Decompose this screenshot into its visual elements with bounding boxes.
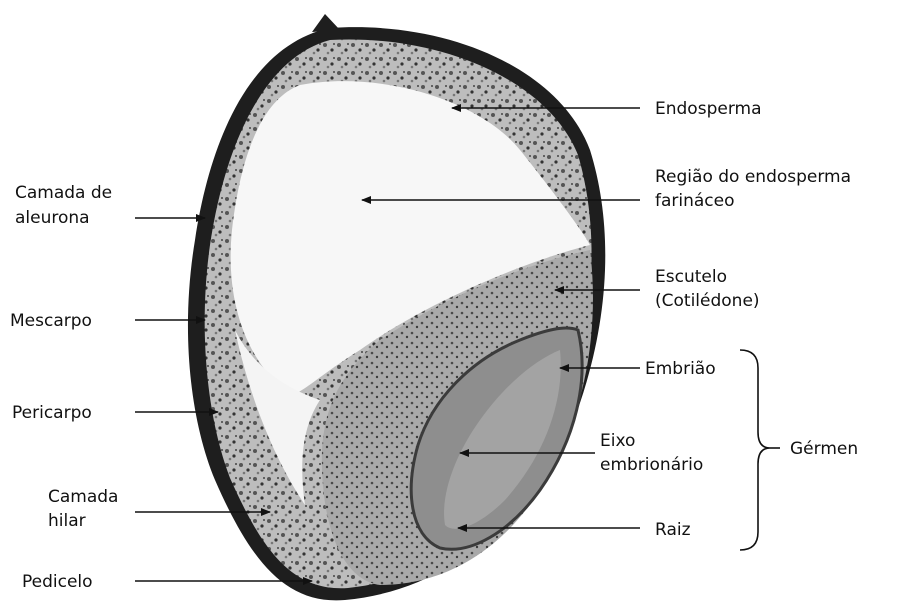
label-camada-aleurona-line2: aleurona xyxy=(15,208,90,228)
label-regiao-line2: farináceo xyxy=(655,191,735,211)
label-hilar-line2: hilar xyxy=(48,511,86,531)
label-regiao-line1: Região do endosperma xyxy=(655,167,851,187)
label-escutelo-line2: (Cotilédone) xyxy=(655,291,760,311)
seed-top-tip xyxy=(312,14,340,32)
label-embriao: Embrião xyxy=(645,359,716,379)
label-eixo-line2: embrionário xyxy=(600,455,703,475)
label-pedicelo: Pedicelo xyxy=(22,572,93,592)
label-hilar-line1: Camada xyxy=(48,487,118,507)
label-germen: Gérmen xyxy=(790,439,858,459)
label-camada-aleurona-line1: Camada de xyxy=(15,183,112,203)
label-mescarpo: Mescarpo xyxy=(10,311,92,331)
label-escutelo-line1: Escutelo xyxy=(655,267,727,287)
germen-bracket xyxy=(740,350,770,550)
label-raiz: Raiz xyxy=(655,520,691,540)
label-endosperma: Endosperma xyxy=(655,99,761,119)
label-eixo-line1: Eixo xyxy=(600,431,635,451)
label-pericarpo: Pericarpo xyxy=(12,403,92,423)
